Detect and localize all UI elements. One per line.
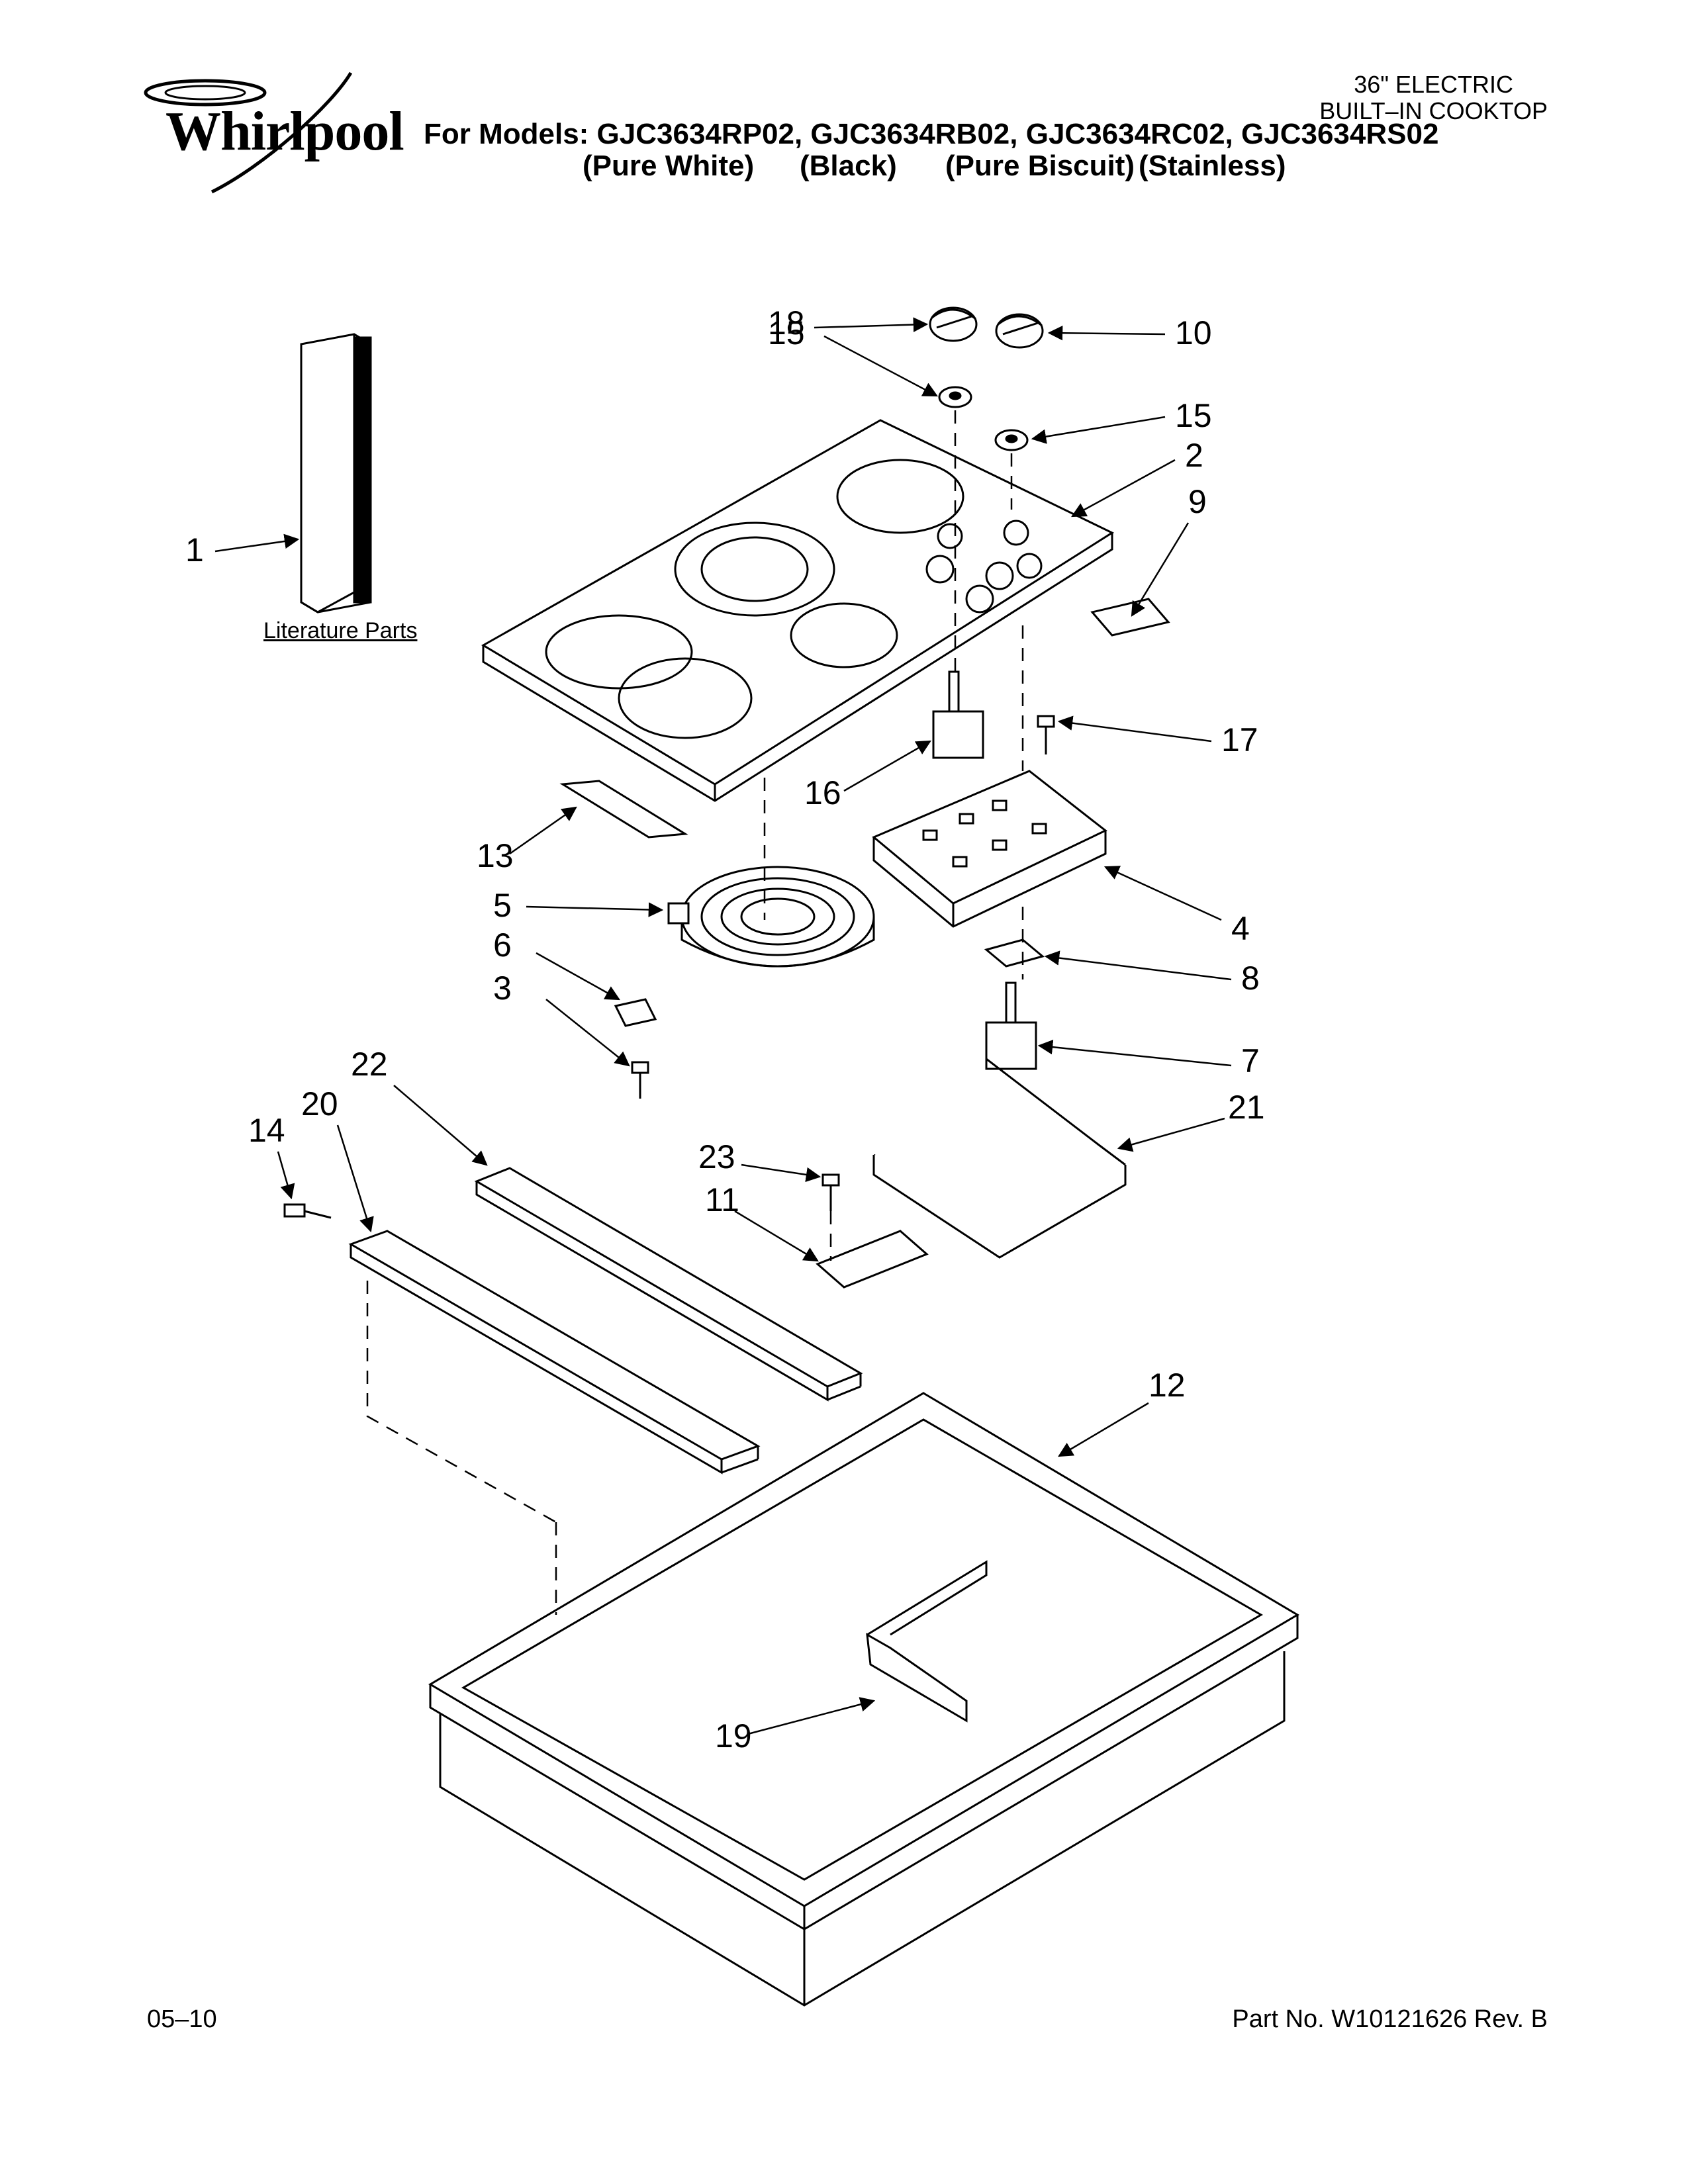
switch-plate	[984, 938, 1045, 968]
callout-17: 17	[1221, 721, 1258, 758]
control-bracket	[872, 770, 1107, 928]
element-clip	[614, 998, 657, 1027]
callout-11: 11	[705, 1181, 739, 1218]
infinite-switch-lower	[985, 981, 1037, 1070]
knob-seal-left	[938, 386, 972, 408]
infinite-switch-upper	[932, 670, 984, 759]
whirlpool-logo	[144, 71, 353, 194]
bracket-screw	[821, 1173, 840, 1211]
callout-23: 23	[698, 1138, 735, 1175]
callout-numbers: 1 2 3 4 5 6 7 8 9 10 11 12 13 14 15 15 1…	[185, 304, 1265, 1754]
part-number: Part No. W10121626 Rev. B	[1232, 2005, 1548, 2033]
burner-box	[428, 1392, 1299, 2007]
callout-4: 4	[1231, 910, 1250, 947]
color-black: (Black)	[800, 150, 897, 182]
color-pure-white: (Pure White)	[583, 150, 755, 182]
rail-screw	[283, 1203, 332, 1219]
callout-22: 22	[351, 1046, 388, 1083]
product-line-1: 36" ELECTRIC	[1354, 71, 1514, 98]
color-stainless: (Stainless)	[1139, 150, 1286, 182]
callout-19: 19	[715, 1717, 752, 1754]
callout-16: 16	[804, 774, 841, 811]
callout-7: 7	[1241, 1042, 1260, 1079]
callout-10: 10	[1175, 314, 1212, 351]
callout-14: 14	[248, 1112, 285, 1149]
front-rail	[474, 1167, 863, 1402]
rear-rail	[348, 1230, 761, 1475]
callout-20: 20	[301, 1085, 338, 1122]
product-title: 36" ELECTRIC BUILT–IN COOKTOP	[1319, 71, 1548, 124]
callout-9: 9	[1188, 483, 1207, 520]
side-bracket	[872, 1058, 1127, 1259]
callout-15-right: 15	[1175, 397, 1212, 434]
radiant-element	[667, 866, 875, 968]
knob-left	[929, 306, 978, 342]
callout-3: 3	[493, 970, 512, 1007]
callout-21: 21	[1228, 1089, 1265, 1126]
knob-seal-right	[994, 429, 1029, 451]
revision-date: 05–10	[147, 2005, 217, 2033]
product-line-2: BUILT–IN COOKTOP	[1319, 97, 1548, 124]
alignment-lines	[366, 410, 1024, 1615]
small-bracket	[816, 1230, 929, 1289]
cooktop-glass	[481, 419, 1115, 802]
box-bracket	[866, 1560, 988, 1723]
callout-6: 6	[493, 927, 512, 964]
callout-8: 8	[1241, 960, 1260, 997]
brand-wordmark: Whirlpool	[165, 101, 404, 162]
literature-parts-label: Literature Parts	[263, 618, 418, 643]
element-screw	[631, 1061, 649, 1099]
callout-13: 13	[477, 837, 514, 874]
callout-18: 18	[768, 304, 805, 341]
callout-15-left: 15	[768, 314, 805, 351]
models-heading: For Models: GJC3634RP02, GJC3634RB02, GJ…	[424, 118, 1439, 150]
label-strip	[1090, 598, 1170, 637]
callout-12: 12	[1149, 1367, 1186, 1404]
knob-right	[995, 313, 1044, 349]
callout-5: 5	[493, 887, 512, 924]
callout-2: 2	[1185, 437, 1203, 474]
callout-arrows	[214, 317, 1232, 1735]
literature-booklet	[300, 333, 372, 614]
color-pure-biscuit: (Pure Biscuit)	[945, 150, 1135, 182]
mounting-screw	[1037, 715, 1055, 754]
callout-1: 1	[185, 531, 204, 569]
terminal-clip-strip	[559, 780, 688, 839]
